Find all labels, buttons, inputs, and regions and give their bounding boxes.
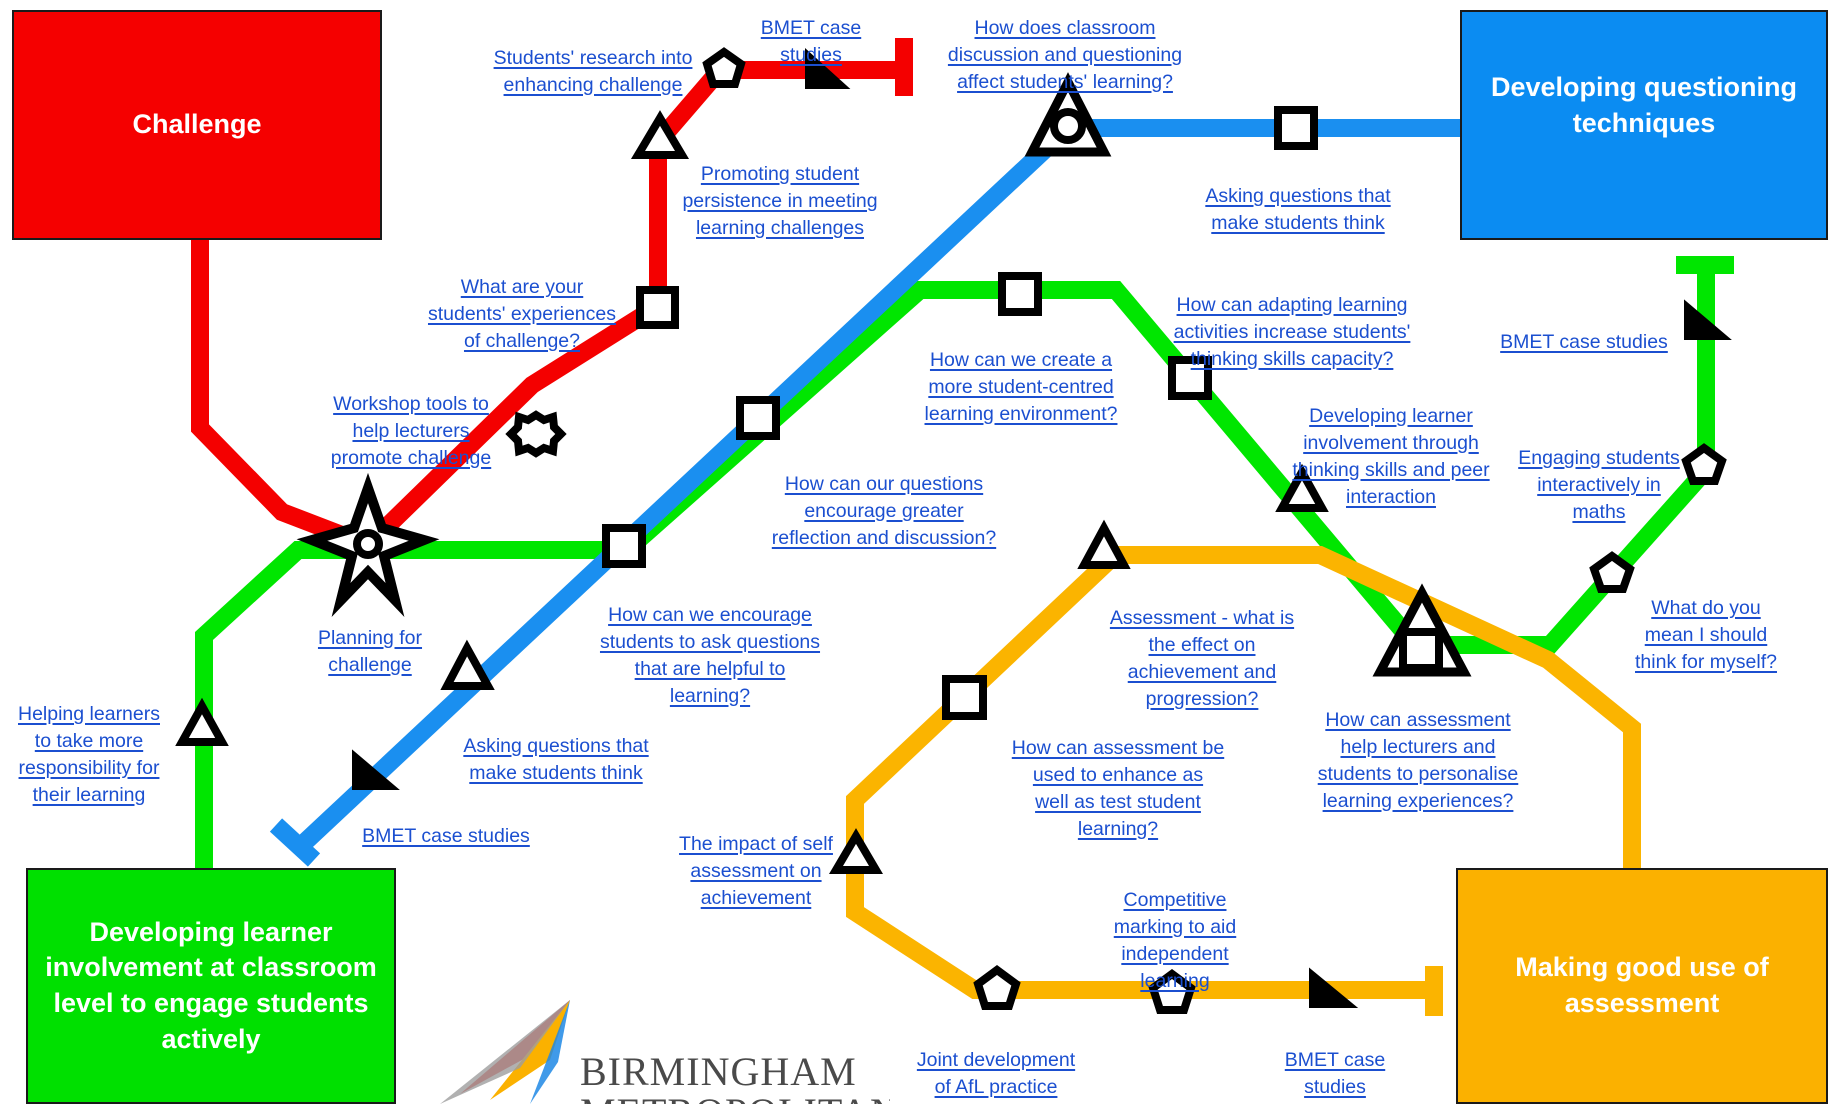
station-gear-workshop-tools[interactable] [505,410,567,458]
label-self-assessment[interactable]: The impact of self assessment on achieve… [662,804,850,912]
label-engaging-maths[interactable]: Engaging students interactively in maths [1502,418,1696,526]
label-text: Promoting student persistence in meeting… [682,162,878,239]
label-text: Asking questions that make students thin… [463,734,649,784]
station-triangle-bmet-orange[interactable] [1309,967,1359,1008]
station-triangle-bmet-red[interactable] [805,47,851,89]
station-triangle-thinking-skills-peer[interactable] [1275,463,1329,512]
station-square-experiences[interactable] [636,286,679,329]
hub-involvement[interactable]: Developing learner involvement at classr… [26,868,396,1104]
label-workshop-tools[interactable]: Workshop tools to help lecturers promote… [318,364,504,472]
label-experiences-of-challenge[interactable]: What are your students' experiences of c… [412,247,632,355]
label-text: How can assessment help lecturers and st… [1317,708,1519,812]
hub-involvement-label: Developing learner involvement at classr… [45,916,377,1054]
hub-assessment[interactable]: Making good use of assessment [1456,868,1828,1104]
station-square-adapting-activities[interactable] [1168,356,1212,400]
label-text: Students' research into enhancing challe… [493,46,693,96]
label-text: BMET case studies [1284,1048,1386,1098]
station-square-questions-reflection[interactable] [736,396,780,440]
label-planning-for-challenge[interactable]: Planning for challenge [300,598,440,679]
label-bmet-red[interactable]: BMET case studies [746,0,876,69]
hub-questioning[interactable]: Developing questioning techniques [1460,10,1828,240]
label-text: How can we create a more student-centred… [924,348,1118,425]
label-students-research[interactable]: Students' research into enhancing challe… [478,18,708,99]
label-text: Assessment - what is the effect on achie… [1109,606,1295,710]
label-promoting-persistence[interactable]: Promoting student persistence in meeting… [664,134,896,242]
label-text: Planning for challenge [317,626,423,676]
label-encourage-ask-questions[interactable]: How can we encourage students to ask que… [580,575,840,710]
label-text: How can our questions encourage greater … [771,472,997,549]
label-text: BMET case studies [1500,330,1668,353]
label-personalise[interactable]: How can assessment help lecturers and st… [1296,680,1540,815]
station-square-student-centred[interactable] [998,272,1042,316]
station-circle-classroom-discussion [1050,108,1086,144]
label-text: How can adapting learning activities inc… [1173,293,1411,370]
label-text: What do you mean I should think for myse… [1635,596,1777,673]
label-questions-reflection[interactable]: How can our questions encourage greater … [744,444,1024,552]
label-text: Helping learners to take more responsibi… [18,702,160,806]
birmingham-metropolitan-logo: BIRMINGHAM METROPOLITAN [420,990,890,1104]
station-triangle-asking-questions-blue2[interactable] [440,639,495,690]
red-line [191,61,900,556]
station-square-encourage-ask-questions[interactable] [602,524,646,568]
label-text: BMET case studies [362,824,530,847]
label-text: Asking questions that make students thin… [1205,184,1391,234]
label-text: Competitive marking to aid independent l… [1113,888,1237,992]
station-triangle-assessment-effect[interactable] [1077,519,1131,569]
label-helping-learners[interactable]: Helping learners to take more responsibi… [4,674,174,809]
station-pentagon-what-do-you-mean[interactable] [1589,551,1635,593]
station-triangle-bmet-green[interactable] [1684,299,1732,340]
label-asking-questions-blue2[interactable]: Asking questions that make students thin… [440,706,672,787]
label-bmet-orange[interactable]: BMET case studies [1270,1020,1400,1101]
hub-challenge[interactable]: Challenge [12,10,382,240]
station-triangle-bmet-blue[interactable] [352,749,400,790]
label-text: BMET case studies [760,16,862,66]
label-bmet-blue[interactable]: BMET case studies [348,796,544,850]
logo-text: BIRMINGHAM METROPOLITAN [580,1049,890,1104]
hub-assessment-label: Making good use of assessment [1515,952,1769,1018]
label-text: Developing learner involvement through t… [1292,404,1490,508]
label-text: How does classroom discussion and questi… [947,16,1183,93]
station-pentagon-engaging-maths[interactable] [1681,443,1727,485]
label-assessment-effect[interactable]: Assessment - what is the effect on achie… [1084,578,1320,713]
label-bmet-green-right[interactable]: BMET case studies [1488,302,1680,356]
station-pentagon-competitive-marking[interactable] [1148,969,1196,1014]
station-pentagon-students-research[interactable] [702,47,746,88]
label-text: How can we encourage students to ask que… [599,603,821,707]
label-what-do-you-mean[interactable]: What do you mean I should think for myse… [1620,568,1792,676]
station-square-personalise [1399,628,1443,672]
logo-line1: BIRMINGHAM [580,1049,857,1094]
station-triangle-promoting-persistence[interactable] [630,110,690,159]
station-triangle-helping-learners[interactable] [175,697,229,746]
hub-challenge-label: Challenge [132,109,262,140]
label-thinking-skills-peer[interactable]: Developing learner involvement through t… [1276,376,1506,511]
logo-swoosh-icon [440,1000,570,1104]
label-text: What are your students' experiences of c… [427,275,616,352]
label-student-centred[interactable]: How can we create a more student-centred… [910,320,1132,428]
label-adapting-activities[interactable]: How can adapting learning activities inc… [1156,265,1428,373]
label-text: Workshop tools to help lecturers promote… [330,392,492,469]
label-text: How can assessment be used to enhance as… [1011,736,1225,840]
label-competitive-marking[interactable]: Competitive marking to aid independent l… [1092,860,1258,995]
station-triangle-self-assessment[interactable] [829,828,883,874]
station-square-enhance-test[interactable] [942,675,987,720]
logo-line2: METROPOLITAN [580,1092,890,1104]
label-enhance-test[interactable]: How can assessment be used to enhance as… [990,708,1246,843]
station-square-asking-questions-blue[interactable] [1274,106,1318,150]
label-joint-development[interactable]: Joint development of AfL practice [900,1020,1092,1101]
blue-line-end-cap [269,818,321,867]
label-text: The impact of self assessment on achieve… [679,832,833,909]
label-classroom-discussion[interactable]: How does classroom discussion and questi… [930,0,1200,96]
station-star-center [353,529,383,559]
label-text: Engaging students interactively in maths [1518,446,1680,523]
label-asking-questions-blue[interactable]: Asking questions that make students thin… [1180,156,1416,237]
label-text: Joint development of AfL practice [916,1048,1076,1098]
station-pentagon-joint-development[interactable] [973,965,1021,1010]
hub-questioning-label: Developing questioning techniques [1490,72,1797,138]
